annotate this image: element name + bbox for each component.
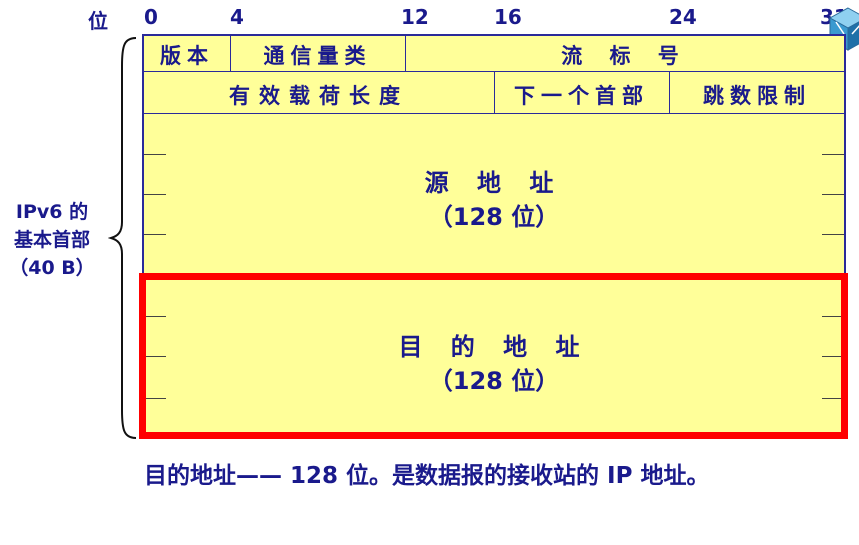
destination-address-size: （128 位） [428,367,560,395]
tick-left [144,154,166,155]
field-version: 版本 [160,44,214,68]
ipv6-base-header-label: IPv6 的 基本首部 （40 B） [4,198,100,282]
tick-right [822,356,844,357]
col-divider-next [669,71,670,113]
header-brace [108,37,137,439]
field-hop-limit: 跳数限制 [703,84,811,108]
bit-mark-12: 12 [401,5,429,29]
tick-left [144,398,166,399]
source-address-block: 源 地 址 （128 位） [144,166,844,234]
tick-left [144,356,166,357]
row-divider-2 [144,113,844,114]
tick-right [822,316,844,317]
side-label-line3: （40 B） [9,257,95,279]
tick-right [822,154,844,155]
side-label-line2: 基本首部 [13,229,90,251]
side-label-line1: IPv6 的 [15,201,89,223]
field-traffic-class: 通信量类 [263,44,372,68]
destination-address-title: 目 的 地 址 [398,333,590,361]
field-flow-label: 流 标 号 [561,44,689,68]
tick-right [822,398,844,399]
source-address-size: （128 位） [428,203,560,231]
tick-right [822,194,844,195]
col-divider-payload [494,71,495,113]
bit-mark-24: 24 [669,5,697,29]
tick-left [144,194,166,195]
col-divider-traffic [405,36,406,71]
source-address-title: 源 地 址 [424,169,564,197]
tick-right [822,234,844,235]
caption-text: 目的地址—— 128 位。是数据报的接收站的 IP 地址。 [144,463,710,489]
bit-mark-4: 4 [230,5,244,29]
tick-left [144,234,166,235]
tick-left [144,316,166,317]
field-next-header: 下一个首部 [514,84,649,108]
destination-address-block: 目 的 地 址 （128 位） [144,330,844,398]
bit-mark-0: 0 [144,5,158,29]
destination-address-highlight [139,273,848,439]
col-divider-version [230,36,231,71]
bit-mark-16: 16 [494,5,522,29]
bit-ruler-label: 位 [88,9,108,33]
field-payload-length: 有效载荷长度 [229,84,409,108]
ipv6-header-frame: 版本 通信量类 流 标 号 有效载荷长度 下一个首部 跳数限制 源 地 址 （1… [142,34,846,438]
